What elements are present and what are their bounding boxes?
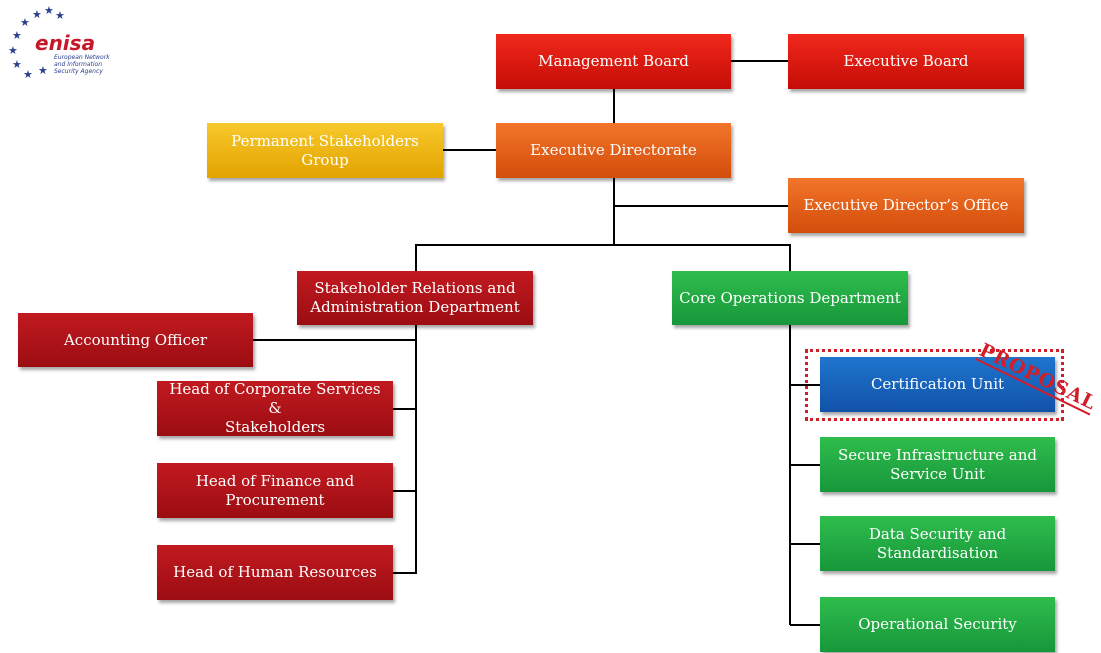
certification-unit-box: Certification Unit xyxy=(820,357,1055,412)
connector-line xyxy=(415,325,417,574)
connector-line xyxy=(789,325,791,625)
head-human-resources-box: Head of Human Resources xyxy=(157,545,393,600)
connector-line xyxy=(415,244,791,246)
connector-line xyxy=(393,572,416,574)
proposal-dotted-frame xyxy=(805,349,1064,421)
data-security-standardisation-box: Data Security and Standardisation xyxy=(820,516,1055,571)
secure-infrastructure-unit-box: Secure Infrastructure and Service Unit xyxy=(820,437,1055,492)
operational-security-box: Operational Security xyxy=(820,597,1055,652)
executive-directorate-box: Executive Directorate xyxy=(496,123,731,178)
svg-text:★: ★ xyxy=(44,6,54,17)
connector-line xyxy=(393,490,416,492)
svg-text:★: ★ xyxy=(32,8,42,21)
permanent-stakeholders-group-box: Permanent Stakeholders Group xyxy=(207,123,443,178)
connector-line xyxy=(253,339,416,341)
svg-text:★: ★ xyxy=(8,44,18,57)
head-finance-procurement-box: Head of Finance and Procurement xyxy=(157,463,393,518)
stakeholder-relations-department-box: Stakeholder Relations and Administration… xyxy=(297,271,533,325)
connector-line xyxy=(415,244,417,271)
connector-line xyxy=(790,624,820,626)
svg-text:★: ★ xyxy=(12,58,22,71)
connector-line xyxy=(613,89,615,123)
connector-line xyxy=(731,60,788,62)
connector-line xyxy=(443,149,496,151)
connector-line xyxy=(790,543,820,545)
accounting-officer-box: Accounting Officer xyxy=(18,313,253,367)
core-operations-department-box: Core Operations Department xyxy=(672,271,908,325)
connector-line xyxy=(789,244,791,271)
connector-line xyxy=(790,464,820,466)
enisa-logo: ★★★ ★★★ ★★★ enisa European Network and I… xyxy=(6,6,136,82)
svg-text:★: ★ xyxy=(12,29,22,42)
eu-stars-icon: ★★★ ★★★ ★★★ xyxy=(8,6,65,81)
logo-subtitle: European Network and Information Securit… xyxy=(54,54,110,75)
svg-text:★: ★ xyxy=(55,9,65,22)
executive-board-box: Executive Board xyxy=(788,34,1024,89)
connector-line xyxy=(613,178,615,245)
connector-line xyxy=(393,408,416,410)
svg-text:★: ★ xyxy=(38,64,48,77)
executive-directors-office-box: Executive Director’s Office xyxy=(788,178,1024,233)
svg-text:★: ★ xyxy=(23,68,33,81)
management-board-box: Management Board xyxy=(496,34,731,89)
svg-text:★: ★ xyxy=(20,16,30,29)
connector-line xyxy=(614,205,788,207)
head-corporate-services-box: Head of Corporate Services & Stakeholder… xyxy=(157,380,393,436)
logo-wordmark: enisa xyxy=(35,31,96,55)
